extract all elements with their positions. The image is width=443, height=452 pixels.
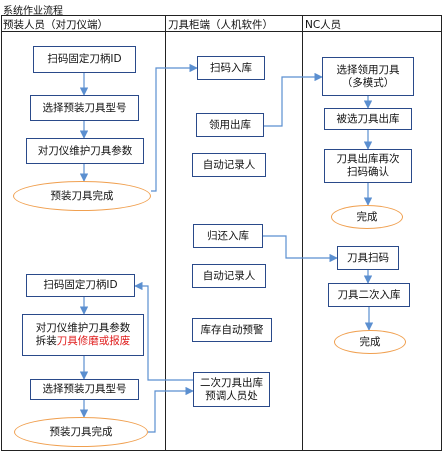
swimlane-frame <box>1 15 442 451</box>
node-p6: 对刀仪维护刀具参数 拆装刀具修磨或报废 <box>22 314 144 356</box>
node-n1: 选择领用刀具 （多模式） <box>322 57 414 96</box>
node-n2: 被选刀具出库 <box>324 108 412 130</box>
node-p7: 选择预装刀具型号 <box>30 379 139 400</box>
arrow-p8-c7 <box>148 386 194 433</box>
arrow-c7-p5 <box>134 281 193 381</box>
node-n4: 完成 <box>331 205 403 229</box>
arrow-p4-c1 <box>151 63 198 192</box>
diagram-title: 系统作业流程 <box>3 6 63 17</box>
lane-header-cabinet: 刀具柜端（人机软件） <box>168 19 273 31</box>
node-p4: 预装刀具完成 <box>13 181 151 211</box>
node-p1: 扫码固定刀柄ID <box>33 46 136 73</box>
node-c5: 自动记录人 <box>192 264 266 288</box>
node-n6: 刀具二次入库 <box>328 283 410 307</box>
arrow-c2-n1 <box>264 72 323 127</box>
lane-header-nc: NC人员 <box>305 19 342 31</box>
node-c4: 归还入库 <box>193 224 263 248</box>
lane-header-preset: 预装人员（对刀仪端） <box>3 19 108 31</box>
node-n3: 刀具出库再次 扫码确认 <box>324 149 412 183</box>
node-c1: 扫码入库 <box>197 56 265 80</box>
node-p5: 扫码固定刀柄ID <box>26 274 135 297</box>
arrow-c4-n5 <box>263 235 338 263</box>
node-c3: 自动记录人 <box>192 153 266 177</box>
node-c2: 领用出库 <box>196 113 264 137</box>
node-c6: 库存自动预警 <box>192 318 272 342</box>
node-p8: 预装刀具完成 <box>14 417 148 447</box>
node-c7: 二次刀具出库 预调人员处 <box>193 372 270 407</box>
node-n5: 刀具扫码 <box>337 246 399 270</box>
node-n7: 完成 <box>334 330 406 354</box>
flow-arrows <box>79 63 374 433</box>
node-p2: 选择预装刀具型号 <box>30 95 139 121</box>
node-p3: 对刀仪维护刀具参数 <box>26 138 144 164</box>
